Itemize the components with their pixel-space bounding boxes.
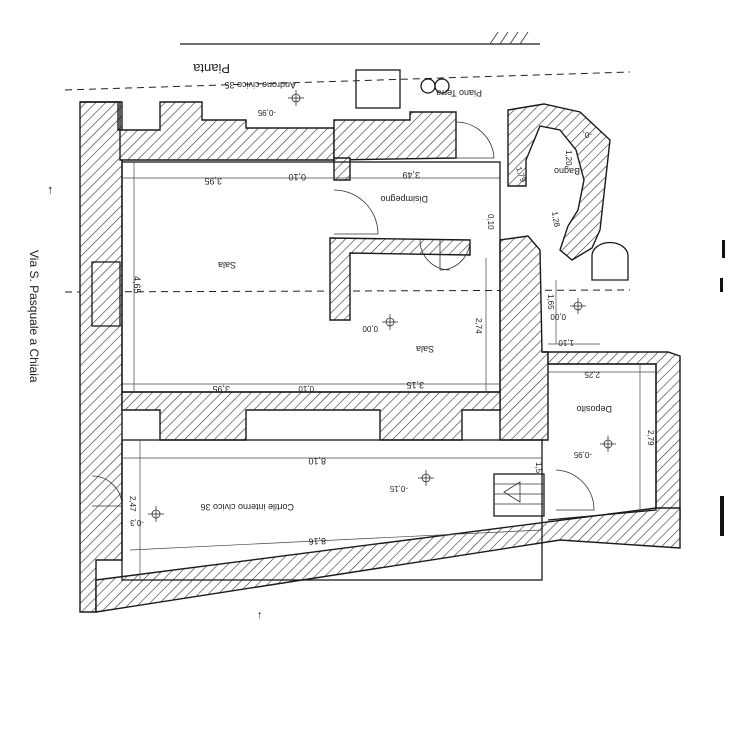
wall-corridor (329, 237, 471, 321)
street-label: Via S. Pasquale a Chiaia (27, 250, 41, 383)
wall-stub-1 (333, 157, 351, 181)
level-androne: -0,95 (257, 108, 276, 117)
wall-deposito (542, 351, 681, 521)
dim-top-wall: 0,10 (288, 172, 306, 182)
level-marker-deposito (600, 436, 616, 452)
dim-bagno-width: 1,20 (564, 150, 573, 166)
level-marker-androne (288, 90, 304, 106)
room-labels: Androne civico 35 Piano Terra Disimpegno… (200, 80, 612, 512)
dim-door-upper: 0,10 (486, 214, 495, 230)
wall-sala-bottom (121, 391, 501, 441)
level-cortile-center: -0,15 (389, 484, 408, 493)
dim-deposito-height: 2,79 (646, 430, 655, 446)
dim-cortile-step: 1,5 (534, 462, 543, 474)
androne-label: Androne civico 35 (224, 80, 296, 90)
column-circle-1 (420, 78, 436, 94)
level-marker-bagno (570, 298, 586, 314)
wall-top-right (333, 111, 457, 161)
disimpegno-label: Disimpegno (380, 194, 428, 204)
level-values: -0,95 0,00 0,00 -0,95 -0,15 -0,3 -0, (130, 108, 592, 527)
level-label: Piano Terra (436, 88, 482, 98)
level-markers (148, 90, 616, 522)
door-swing-sala (333, 189, 379, 235)
interior-lines (91, 69, 657, 581)
dim-bottom-left: 3,95 (212, 384, 230, 394)
level-marker-cortile (418, 470, 434, 486)
dim-bagno-passage: 1,28 (550, 211, 562, 228)
dim-center-height: 2,74 (474, 318, 483, 334)
dim-top-right: 3,49 (402, 170, 420, 180)
doors (91, 121, 595, 511)
level-cortile-left: -0,3 (130, 518, 144, 527)
dim-left-height: 4,65 (132, 276, 142, 294)
level-bagno-small: -0, (583, 130, 592, 139)
door-swing-androne (455, 121, 495, 159)
wall-bagno (507, 103, 611, 261)
cortile-outline (121, 439, 543, 581)
dim-small-width: 1,10 (558, 338, 574, 347)
dim-cortile-top: 8,10 (308, 456, 326, 466)
deposito-outline (547, 363, 657, 521)
level-marker-sala (382, 314, 398, 330)
dim-bottom-right: 3,15 (406, 380, 424, 390)
level-deposito: -0,95 (573, 450, 592, 459)
dimension-lines (122, 162, 656, 580)
dim-deposito-width: 2,25 (584, 370, 600, 379)
bagno-label: Bagno (554, 166, 580, 176)
dimension-labels: 3,95 0,10 3,49 4,65 0,10 1,79 1,20 1,28 … (128, 150, 655, 547)
wall-right-main (499, 235, 549, 441)
wall-bottom (95, 507, 681, 613)
dim-right-small: 1,65 (546, 294, 555, 310)
level-sala: 0,00 (362, 324, 378, 333)
stair-shaft (355, 69, 401, 109)
street-label-group: Via S. Pasquale a Chiaia ← (27, 184, 60, 383)
street-arrow-icon: ← (45, 184, 60, 197)
sink-icon (591, 241, 629, 281)
walls (79, 101, 681, 613)
window-left (91, 261, 121, 327)
sala-lower-label: Sala (416, 344, 434, 354)
dim-cortile-bottom: 8,16 (308, 536, 326, 547)
wall-top (80, 101, 335, 161)
cortile-label: Cortile interno civico 36 (200, 502, 294, 512)
dim-cortile-left: 2,47 (128, 496, 137, 512)
sala-outline (121, 161, 501, 393)
title-block: Pianta (180, 31, 540, 76)
bottom-arrow-icon: ← (255, 610, 267, 621)
dim-bottom-wall: 0,10 (298, 384, 314, 393)
scan-marks (720, 240, 725, 536)
level-bagno: 0,00 (550, 312, 566, 321)
door-swing-deposito (555, 469, 595, 511)
stairs (493, 473, 545, 517)
column-circle-2 (434, 78, 450, 94)
door-swing-cortile (91, 475, 123, 507)
title-hatch (489, 31, 529, 45)
wall-left (79, 101, 123, 613)
sala-upper-label: Sala (218, 260, 236, 270)
door-swing-corridor-b (419, 239, 451, 271)
section-line-top (64, 71, 631, 91)
plan-title: Pianta (192, 61, 230, 76)
deposito-label: Deposito (576, 404, 612, 414)
level-marker-cortile-left (148, 506, 164, 522)
dim-top-left: 3,95 (204, 176, 222, 186)
